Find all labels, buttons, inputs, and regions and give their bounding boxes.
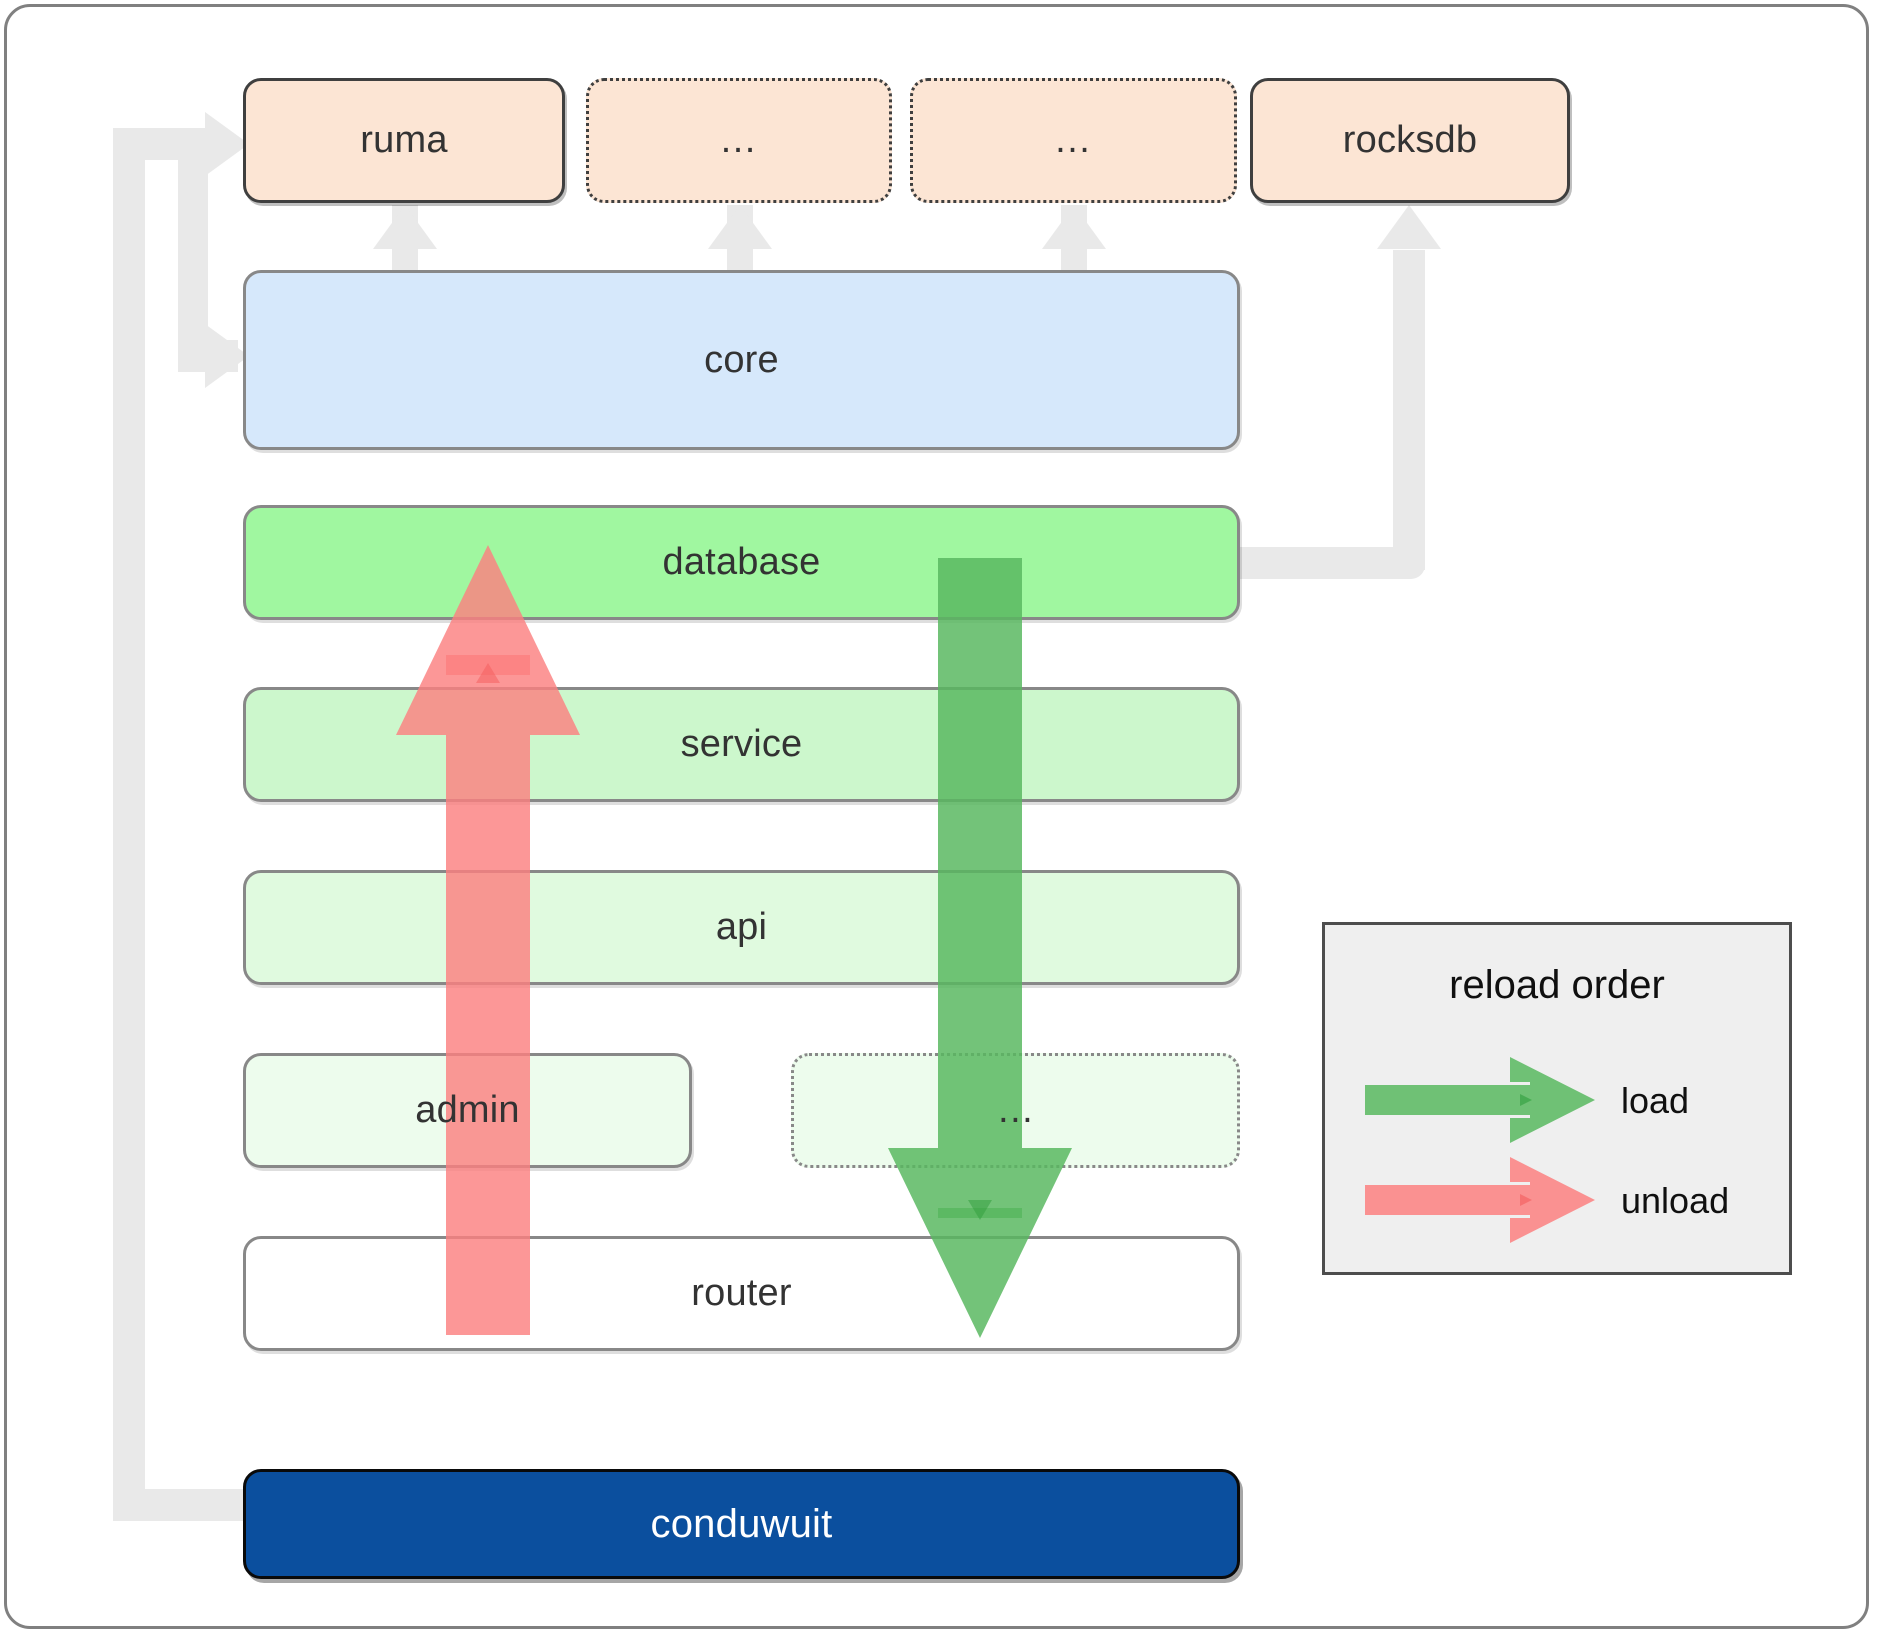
crate-label-api: api bbox=[715, 906, 768, 948]
dep-box-placeholder-1[interactable]: … bbox=[586, 78, 892, 203]
dep-box-placeholder-2[interactable]: … bbox=[910, 78, 1237, 203]
connector-to-ruma-arrowhead bbox=[205, 112, 249, 176]
crate-label-admin: admin bbox=[415, 1089, 520, 1131]
legend-load-label: load bbox=[1621, 1080, 1690, 1121]
dep-label-ruma: ruma bbox=[360, 119, 448, 161]
connector-conduwuit-trunk-bottom bbox=[113, 1489, 243, 1521]
dep-label-placeholder-2: … bbox=[1053, 119, 1094, 161]
crate-box-router[interactable]: router bbox=[243, 1236, 1240, 1351]
connector-core-to-dep2-arrowhead bbox=[708, 205, 772, 249]
dep-label-rocksdb: rocksdb bbox=[1342, 119, 1478, 161]
crate-label-database: database bbox=[662, 541, 821, 583]
crate-label-placeholder: … bbox=[996, 1089, 1035, 1131]
dep-box-ruma[interactable]: ruma bbox=[243, 78, 565, 203]
crate-box-admin[interactable]: admin bbox=[243, 1053, 692, 1168]
dep-box-rocksdb[interactable]: rocksdb bbox=[1250, 78, 1570, 203]
legend-title: reload order bbox=[1449, 963, 1665, 1007]
connector-core-to-dep3-arrowhead bbox=[1042, 205, 1106, 249]
crate-box-database[interactable]: database bbox=[243, 505, 1240, 620]
connector-core-feed-vertical bbox=[178, 128, 208, 358]
root-label-conduwuit: conduwuit bbox=[650, 1501, 833, 1546]
root-box-conduwuit[interactable]: conduwuit bbox=[243, 1469, 1240, 1579]
connector-conduwuit-trunk-vertical bbox=[113, 128, 145, 1521]
crate-box-service[interactable]: service bbox=[243, 687, 1240, 802]
crate-box-core[interactable]: core bbox=[243, 270, 1240, 450]
legend-panel: reload order load unload bbox=[1322, 922, 1792, 1275]
legend-load-arrow-icon bbox=[1365, 1057, 1595, 1143]
connector-database-to-rocksdb-vertical bbox=[1393, 250, 1425, 570]
connector-core-to-ruma-arrowhead bbox=[373, 205, 437, 249]
crate-label-service: service bbox=[680, 723, 803, 765]
crate-label-core: core bbox=[704, 338, 779, 381]
legend-unload-arrow-icon bbox=[1365, 1157, 1595, 1243]
crate-box-placeholder[interactable]: … bbox=[791, 1053, 1240, 1168]
dep-label-placeholder-1: … bbox=[719, 119, 759, 161]
connector-to-core-arrowhead bbox=[205, 324, 249, 388]
legend-unload-label: unload bbox=[1621, 1180, 1730, 1221]
diagram-frame bbox=[4, 4, 1869, 1629]
crate-box-api[interactable]: api bbox=[243, 870, 1240, 985]
connector-database-to-rocksdb-arrowhead bbox=[1377, 205, 1441, 249]
crate-label-router: router bbox=[691, 1272, 792, 1314]
